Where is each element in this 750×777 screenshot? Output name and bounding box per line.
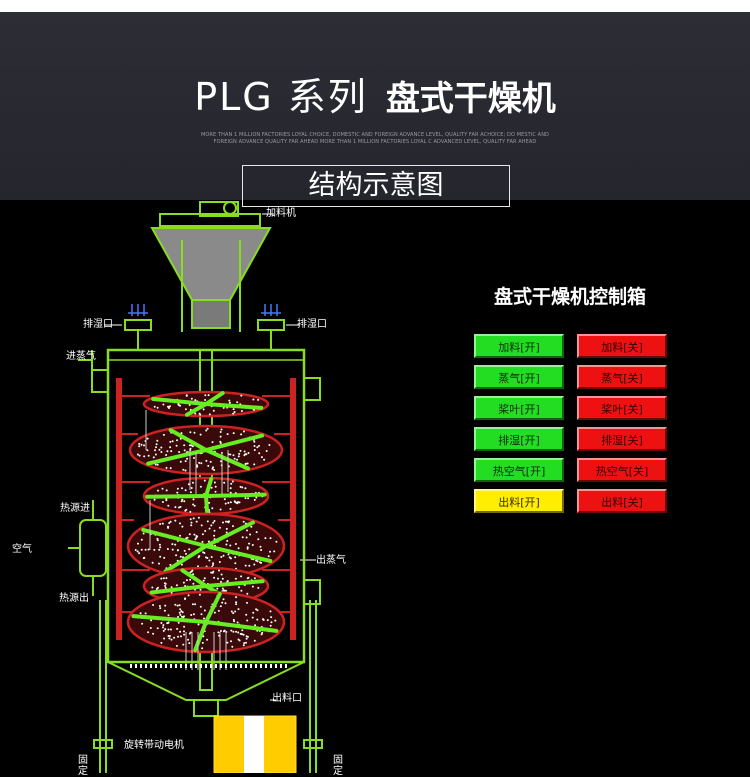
exhaust-on-button[interactable]: 排湿[开] <box>474 427 564 451</box>
tagline-text: MORE THAN 1 MILLION FACTORIES LOYAL CHOI… <box>200 132 549 145</box>
steam-off-button[interactable]: 蒸气[关] <box>577 365 667 389</box>
section-heading: 结构示意图 <box>242 165 510 207</box>
title-product: 盘式干燥机 <box>385 79 556 119</box>
header-banner: PLG 系列盘式干燥机 MORE THAN 1 MILLION FACTORIE… <box>0 12 750 207</box>
paddle-on-button[interactable]: 桨叶[开] <box>474 396 564 420</box>
title-series: PLG 系列 <box>194 75 368 119</box>
dryer-machine-drawing <box>68 201 323 773</box>
tray-blade <box>163 544 208 574</box>
tray-blade <box>180 568 208 588</box>
tray-blade <box>204 494 210 516</box>
label-base-right: 固定 <box>333 755 343 777</box>
discharge-on-button[interactable]: 出料[开] <box>474 489 564 513</box>
label-discharge: 出料口 <box>272 693 302 704</box>
tray-blade <box>185 402 208 417</box>
label-steam-out: 出蒸气 <box>316 555 346 566</box>
label-exhaust-right: 排湿口 <box>297 319 327 330</box>
label-base-left: 固定 <box>78 755 88 777</box>
tray-blade <box>204 448 250 471</box>
tray-blade <box>168 428 208 452</box>
tray-blade <box>204 544 273 563</box>
feed-on-button[interactable]: 加料[开] <box>474 334 564 358</box>
label-exhaust-left: 排湿口 <box>83 319 113 330</box>
tray-blade <box>204 477 214 498</box>
hot-air-off-button[interactable]: 热空气[关] <box>577 458 667 482</box>
tray-blade <box>149 584 208 595</box>
exhaust-off-button[interactable]: 排湿[关] <box>577 427 667 451</box>
label-air: 空气 <box>12 544 32 555</box>
label-heat-in: 热源进 <box>60 503 90 514</box>
tray-blade <box>151 397 208 406</box>
tray-blade <box>204 492 267 498</box>
steam-on-button[interactable]: 蒸气[开] <box>474 365 564 389</box>
page-title: PLG 系列盘式干燥机 <box>0 66 750 121</box>
label-motor: 旋转带动电机 <box>124 740 184 751</box>
tray-blade <box>141 527 208 548</box>
tray-blade <box>204 592 222 624</box>
dryer-structure-diagram <box>68 201 323 773</box>
discharge-off-button[interactable]: 出料[关] <box>577 489 667 513</box>
tray-blade <box>193 620 208 653</box>
tray-blade <box>145 494 208 499</box>
top-white-strip <box>0 0 750 12</box>
hot-air-on-button[interactable]: 热空气[开] <box>474 458 564 482</box>
tray-blade <box>204 391 225 406</box>
paddle-off-button[interactable]: 桨叶[关] <box>577 396 667 420</box>
control-panel-title: 盘式干燥机控制箱 <box>493 286 646 308</box>
tray-blade <box>204 620 279 633</box>
tray-blade <box>204 520 255 548</box>
tray-blade <box>204 402 264 410</box>
tray-blade <box>131 614 208 624</box>
tray-blade <box>204 579 265 588</box>
label-steam-in: 进蒸气 <box>66 351 96 362</box>
tray-blade <box>204 433 264 452</box>
label-heat-out: 热源出 <box>59 593 89 604</box>
feed-off-button[interactable]: 加料[关] <box>577 334 667 358</box>
label-feeder: 加料机 <box>266 208 296 219</box>
